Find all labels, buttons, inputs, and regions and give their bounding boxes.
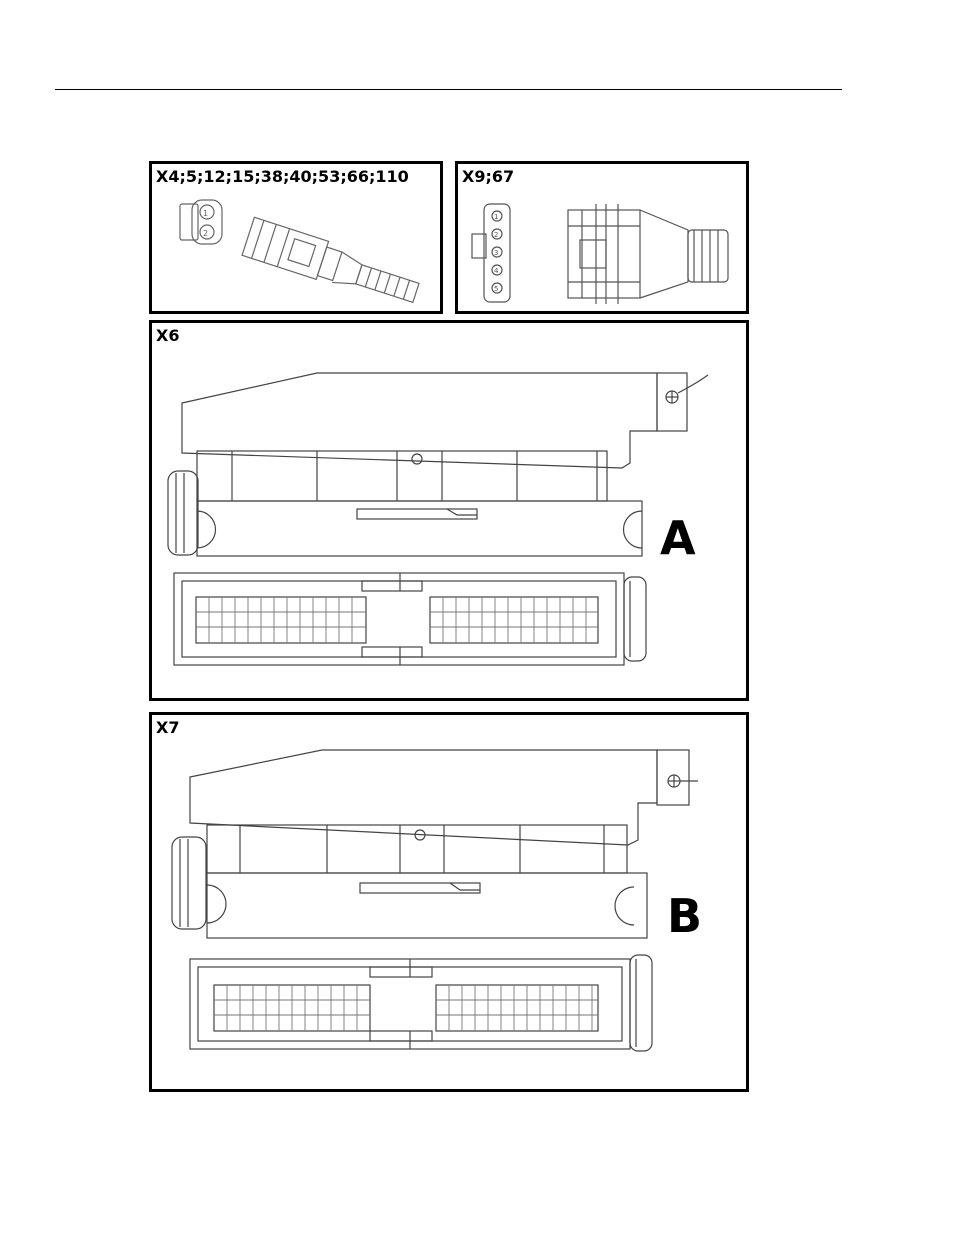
pin-label: 2 (494, 231, 498, 239)
connector-label-a: A (660, 515, 696, 561)
pin-label: 5 (494, 285, 498, 293)
header-rule (55, 89, 842, 90)
pin-label: 3 (494, 249, 498, 257)
connector-panel-x4: X4;5;12;15;38;40;53;66;110 (149, 161, 443, 314)
two-pin-connector-drawing: 1 2 (152, 164, 440, 311)
pin-label: 1 (494, 213, 498, 221)
connector-panel-x6: X6 (149, 320, 749, 701)
connector-panel-x9: X9;67 1 2 (455, 161, 749, 314)
ecu-connector-drawing-a (152, 323, 746, 698)
connector-panel-x7: X7 (149, 712, 749, 1092)
five-pin-connector-drawing: 1 2 3 4 5 (458, 164, 746, 311)
ecu-connector-drawing-b (152, 715, 746, 1089)
pin-label: 2 (203, 229, 208, 238)
pin-label: 1 (203, 209, 208, 218)
pin-label: 4 (494, 267, 499, 275)
connector-label-b: B (667, 893, 702, 939)
